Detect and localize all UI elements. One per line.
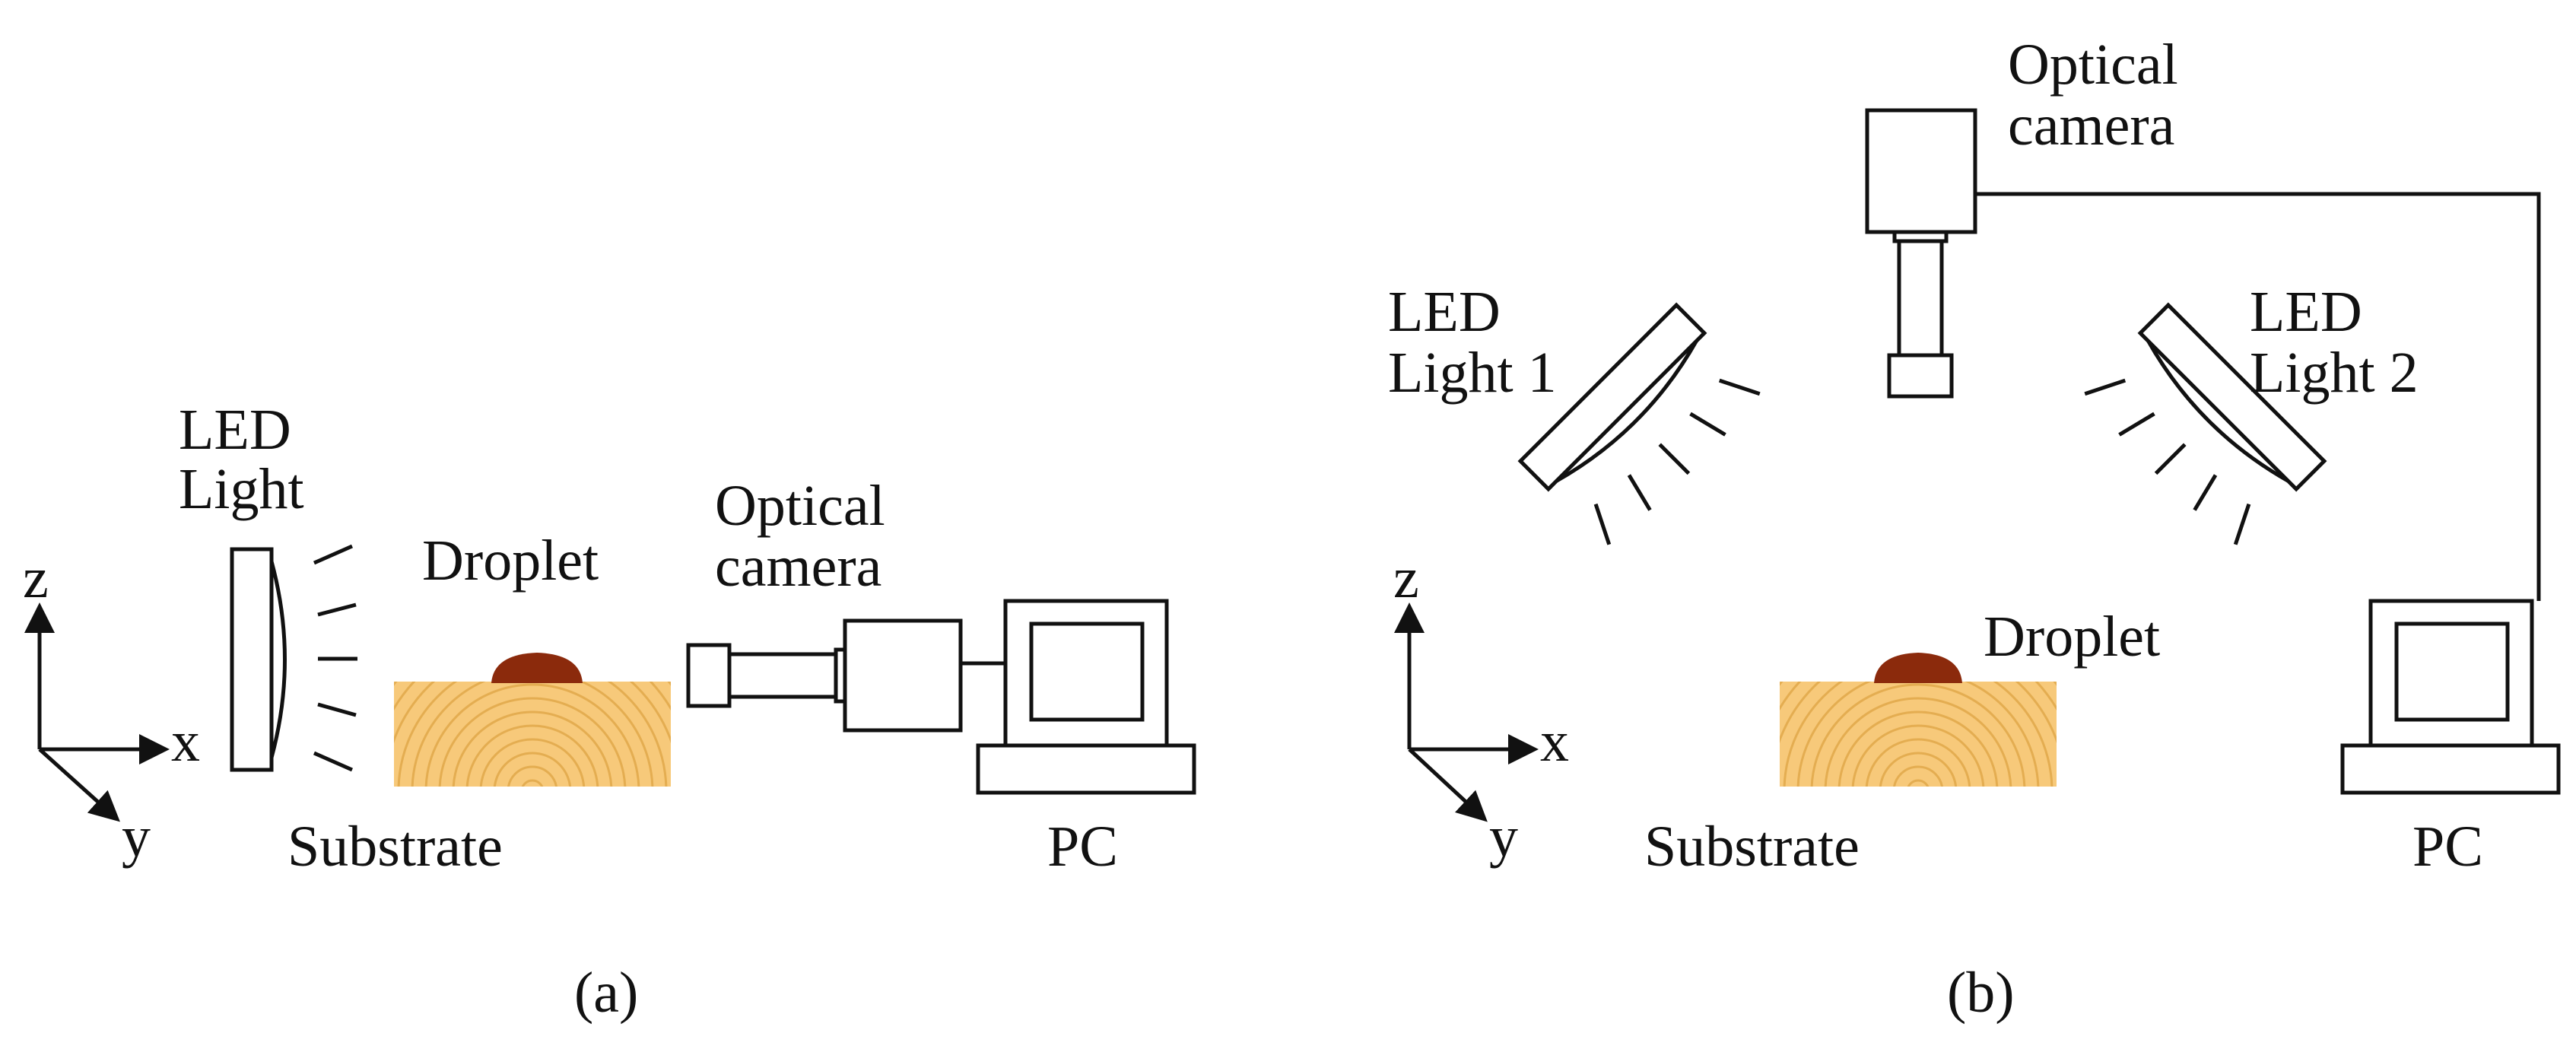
- wood-grain-ring: [1907, 779, 1930, 787]
- pc-screen-b: [2394, 621, 2510, 722]
- pc-b: PC: [2340, 599, 2561, 879]
- pc-label-b: PC: [2412, 815, 2483, 879]
- panel-b: z x y Optical camera: [1388, 33, 2561, 1025]
- wood-grain-ring: [1838, 710, 1999, 787]
- led-housing-1-b: [1517, 302, 1707, 492]
- wood-grain-ring: [479, 738, 586, 787]
- wood-grain-b: [1780, 682, 2057, 787]
- led-lens-2-b: [2146, 340, 2289, 483]
- z-axis-label-a: z: [23, 546, 49, 610]
- camera-label-line2-a: camera: [715, 535, 881, 599]
- pc-a: PC: [976, 599, 1196, 879]
- camera-lens-front-a: [686, 643, 732, 708]
- y-axis-a: [38, 748, 120, 822]
- axes-b: z x y: [1393, 546, 1569, 869]
- droplet-b: [1874, 653, 1962, 683]
- panel-a: z x y LED Light Substrate Dropl: [23, 398, 1196, 1025]
- z-axis-label-b: z: [1393, 546, 1419, 610]
- x-axis-label-b: x: [1540, 710, 1569, 774]
- droplet-a: [491, 653, 583, 683]
- substrate-label-a: Substrate: [287, 815, 503, 879]
- droplet-label-b: Droplet: [1984, 605, 2160, 669]
- wood-grain-ring: [452, 710, 613, 787]
- led-light-1-b: LED Light 1: [1388, 280, 1761, 545]
- wood-grain-ring: [1851, 724, 1985, 787]
- wood-grain-ring: [1893, 765, 1943, 787]
- led1-label-line2-b: Light 1: [1388, 341, 1557, 405]
- axes-a: z x y: [23, 546, 200, 869]
- substrate-a: Substrate: [287, 682, 671, 879]
- wood-grain-ring: [507, 765, 557, 787]
- led1-label-line1-b: LED: [1388, 280, 1501, 344]
- x-axis-label-a: x: [171, 710, 200, 774]
- pc-base-a: [976, 743, 1196, 795]
- wood-grain-ring: [465, 724, 599, 787]
- camera-body-b: [1865, 108, 1977, 234]
- y-axis-label-a: y: [122, 805, 151, 869]
- wood-grain-ring: [493, 752, 572, 787]
- led-label-line1-a: LED: [179, 398, 291, 462]
- wood-grain-ring: [521, 779, 544, 787]
- pc-label-a: PC: [1047, 815, 1118, 879]
- led2-label-line2-b: Light 2: [2250, 341, 2419, 405]
- camera-body-a: [843, 618, 963, 733]
- camera-lens-barrel-a: [727, 652, 838, 699]
- led-housing-2-b: [2137, 302, 2327, 492]
- caption-a: (a): [574, 961, 638, 1025]
- led-light-2-b: LED Light 2: [2084, 280, 2419, 545]
- camera-lens-barrel-b: [1897, 239, 1944, 358]
- wood-grain-a: [394, 682, 671, 787]
- camera-label-line1-b: Optical: [2008, 33, 2178, 97]
- y-axis-label-b: y: [1489, 805, 1518, 869]
- camera-label-line2-b: camera: [2008, 94, 2174, 157]
- wood-grain-ring: [1824, 697, 2012, 787]
- cable-b: [1975, 192, 2541, 601]
- led2-label-line1-b: LED: [2250, 280, 2362, 344]
- substrate-label-b: Substrate: [1644, 815, 1860, 879]
- wood-grain-ring: [1865, 738, 1971, 787]
- led-rays-1-b: [1593, 378, 1761, 545]
- led-light-a: LED Light: [179, 398, 357, 772]
- wood-grain-ring: [424, 683, 640, 787]
- caption-b: (b): [1947, 961, 2015, 1025]
- pc-screen-a: [1029, 621, 1145, 722]
- pc-base-b: [2340, 743, 2561, 795]
- wood-grain-ring: [438, 697, 627, 787]
- led-lens-1-b: [1555, 340, 1698, 483]
- wood-grain-ring: [1810, 683, 2026, 787]
- wood-grain-ring: [1879, 752, 1958, 787]
- led-rays-2-b: [2084, 378, 2251, 545]
- optical-camera-b: Optical camera: [1865, 33, 2178, 399]
- y-axis-b: [1408, 748, 1488, 822]
- led-lens-a: [269, 561, 287, 758]
- camera-label-line1-a: Optical: [715, 474, 885, 538]
- camera-lens-front-b: [1887, 353, 1954, 399]
- droplet-label-a: Droplet: [422, 529, 599, 593]
- led-housing-a: [230, 547, 274, 772]
- led-rays-a: [313, 544, 357, 772]
- led-label-line2-a: Light: [179, 457, 304, 521]
- substrate-b: Substrate: [1644, 682, 2057, 879]
- optical-camera-a: Optical camera: [686, 474, 963, 733]
